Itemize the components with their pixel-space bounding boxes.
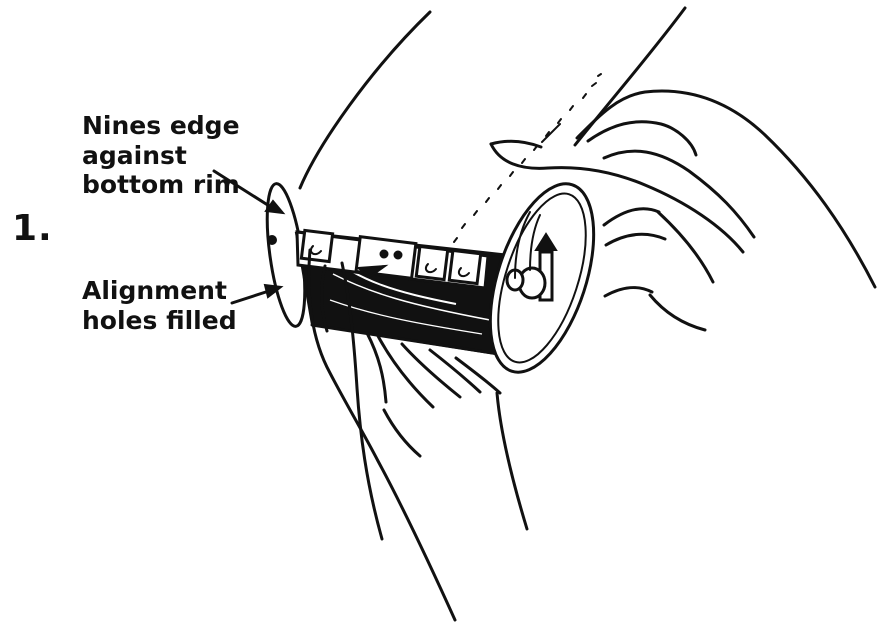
paper-sheet [300, 8, 685, 242]
nines-edge-callout: Nines edge against bottom rim [82, 111, 240, 200]
step-number: 1. [12, 211, 53, 247]
alignment-holes-callout: Alignment holes filled [82, 276, 237, 335]
